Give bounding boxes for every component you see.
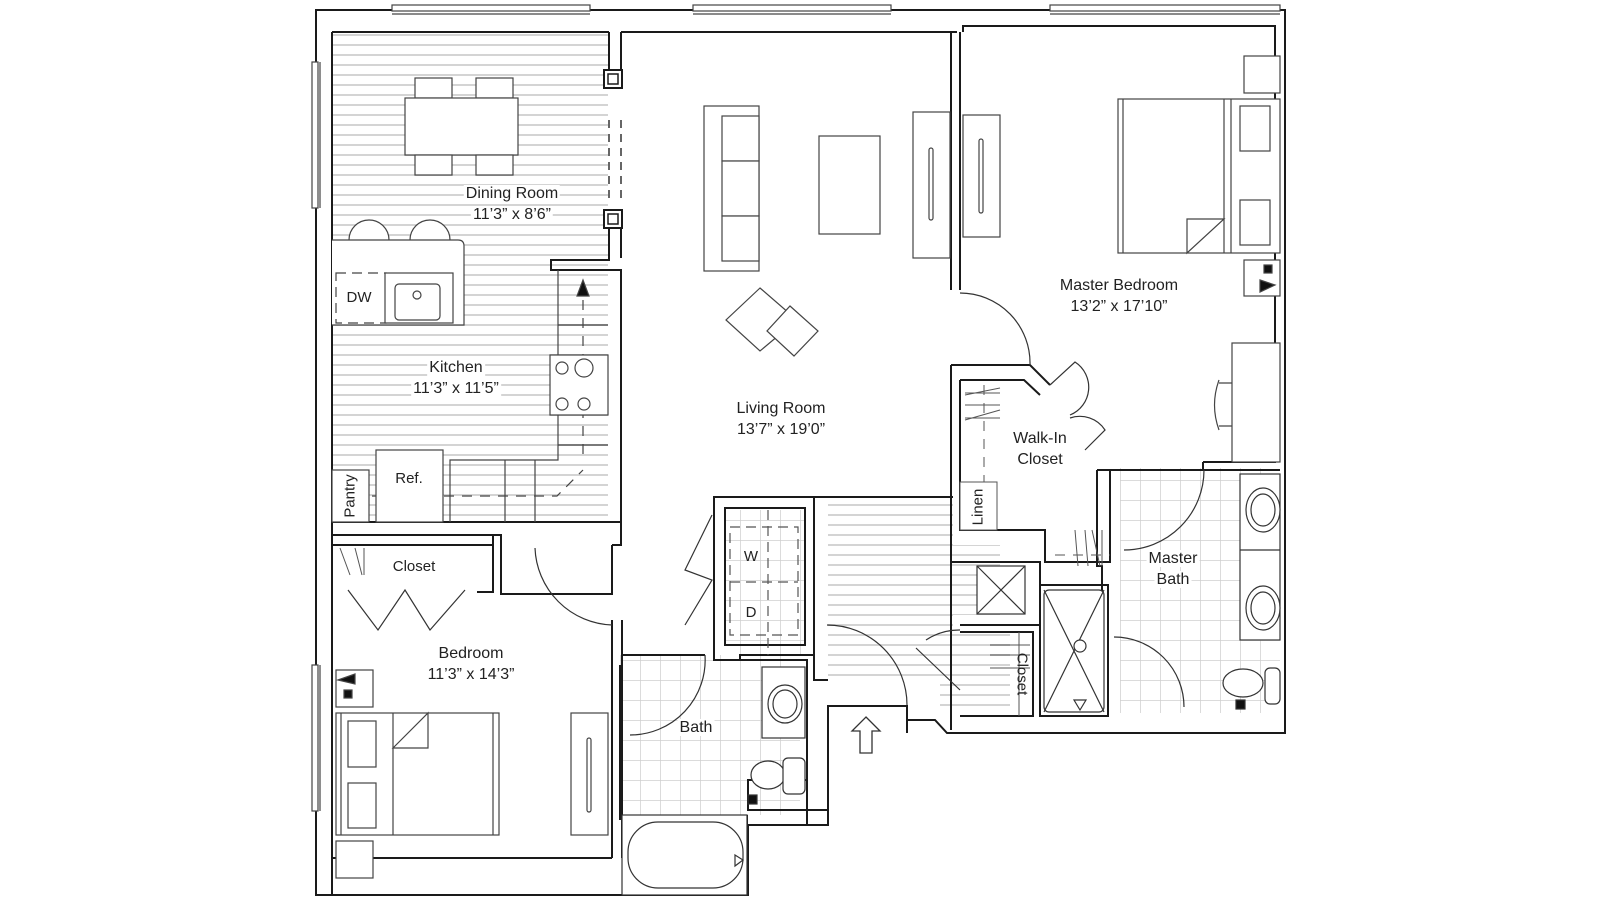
doors	[347, 292, 1205, 736]
washer-label: W	[743, 548, 759, 565]
dryer-label: D	[745, 604, 757, 621]
dishwasher-label: DW	[346, 289, 372, 306]
kitchen-island	[332, 219, 465, 326]
columns	[603, 69, 623, 229]
bedroom-closet-label: Closet	[392, 558, 436, 575]
dining-table	[404, 77, 519, 176]
closet-fixtures	[339, 385, 1110, 716]
walls	[315, 9, 1286, 896]
range-hood-arrow-icon	[576, 278, 590, 297]
living-furniture	[703, 105, 1001, 357]
water-heater	[976, 565, 1026, 615]
laundry	[729, 510, 799, 655]
entry-arrow-icon	[850, 716, 882, 754]
hall-bath-fixtures	[621, 666, 806, 896]
bedroom-furniture	[335, 669, 609, 879]
pantry-label: Pantry	[341, 474, 359, 518]
master-bath-fixtures	[1043, 473, 1281, 713]
windows	[311, 4, 1281, 812]
hall-closet-label: Closet	[1013, 652, 1031, 696]
room-label-bath: Bath	[677, 719, 715, 736]
kitchen-counters	[331, 270, 609, 523]
linen-label: Linen	[969, 488, 987, 526]
refrigerator-label: Ref.	[395, 470, 423, 487]
master-bed	[1117, 55, 1281, 463]
